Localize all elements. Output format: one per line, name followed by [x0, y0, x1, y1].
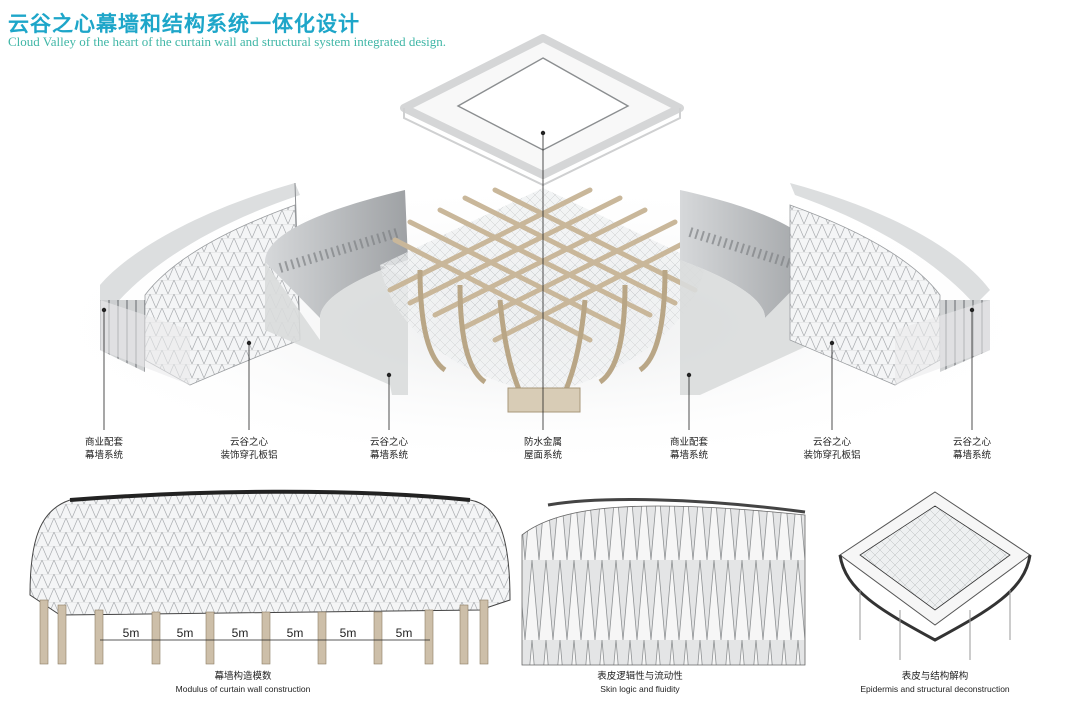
module-dimension: 5m: [286, 626, 304, 640]
caption-modulus: 幕墙构造模数 Modulus of curtain wall construct…: [176, 670, 311, 695]
module-dimension: 5m: [176, 626, 194, 640]
caption-deconstruction: 表皮与结构解构 Epidermis and structural deconst…: [860, 670, 1009, 695]
caption-cn: 表皮逻辑性与流动性: [597, 671, 683, 682]
label-line: 装饰穿孔板铝: [220, 450, 278, 461]
right-outer-wall: [789, 183, 990, 386]
label-line: 商业配套: [84, 437, 124, 448]
module-dimension: 5m: [395, 626, 413, 640]
module-dimension: 5m: [122, 626, 140, 640]
label-line: 云谷之心: [369, 437, 409, 448]
label-line: 云谷之心: [952, 437, 992, 448]
caption-en: Epidermis and structural deconstruction: [860, 684, 1010, 694]
curtain-wall-module-drawing: [29, 489, 511, 665]
label-commercial-curtain-wall-right: 商业配套 幕墙系统: [670, 436, 708, 462]
module-dimension: 5m: [339, 626, 357, 640]
label-line: 幕墙系统: [952, 450, 992, 461]
right-inner-wall: [680, 190, 820, 395]
caption-en: Modulus of curtain wall construction: [175, 684, 311, 694]
label-commercial-curtain-wall-left: 商业配套 幕墙系统: [85, 436, 123, 462]
label-line: 幕墙系统: [84, 450, 124, 461]
label-perforated-aluminum-right: 云谷之心 装饰穿孔板铝: [803, 436, 860, 462]
label-heart-curtain-wall-left: 云谷之心 幕墙系统: [370, 436, 408, 462]
label-line: 屋面系统: [523, 450, 563, 461]
label-line: 云谷之心: [229, 437, 269, 448]
page-title: 云谷之心幕墙和结构系统一体化设计: [8, 12, 360, 36]
structure-deconstruction-drawing: [838, 491, 1032, 660]
label-heart-curtain-wall-right: 云谷之心 幕墙系统: [953, 436, 991, 462]
leader-lines: [101, 130, 975, 430]
label-line: 幕墙系统: [369, 450, 409, 461]
caption-skin-logic: 表皮逻辑性与流动性 Skin logic and fluidity: [597, 670, 683, 695]
label-perforated-aluminum-left: 云谷之心 装饰穿孔板铝: [220, 436, 277, 462]
caption-cn: 表皮与结构解构: [901, 671, 969, 682]
left-inner-wall: [265, 190, 408, 395]
central-timber-structure: [380, 187, 705, 413]
label-line: 防水金属: [523, 437, 563, 448]
label-line: 幕墙系统: [669, 450, 709, 461]
label-line: 商业配套: [669, 437, 709, 448]
roof-panel: [400, 34, 684, 187]
caption-en: Skin logic and fluidity: [600, 684, 680, 694]
page-subtitle: Cloud Valley of the heart of the curtain…: [8, 34, 447, 49]
label-line: 云谷之心: [812, 437, 852, 448]
label-line: 装饰穿孔板铝: [803, 450, 861, 461]
module-dimension: 5m: [231, 626, 249, 640]
caption-cn: 幕墙构造模数: [214, 671, 272, 682]
label-metal-roof: 防水金属 屋面系统: [524, 436, 562, 462]
skin-logic-drawing: [521, 498, 806, 666]
